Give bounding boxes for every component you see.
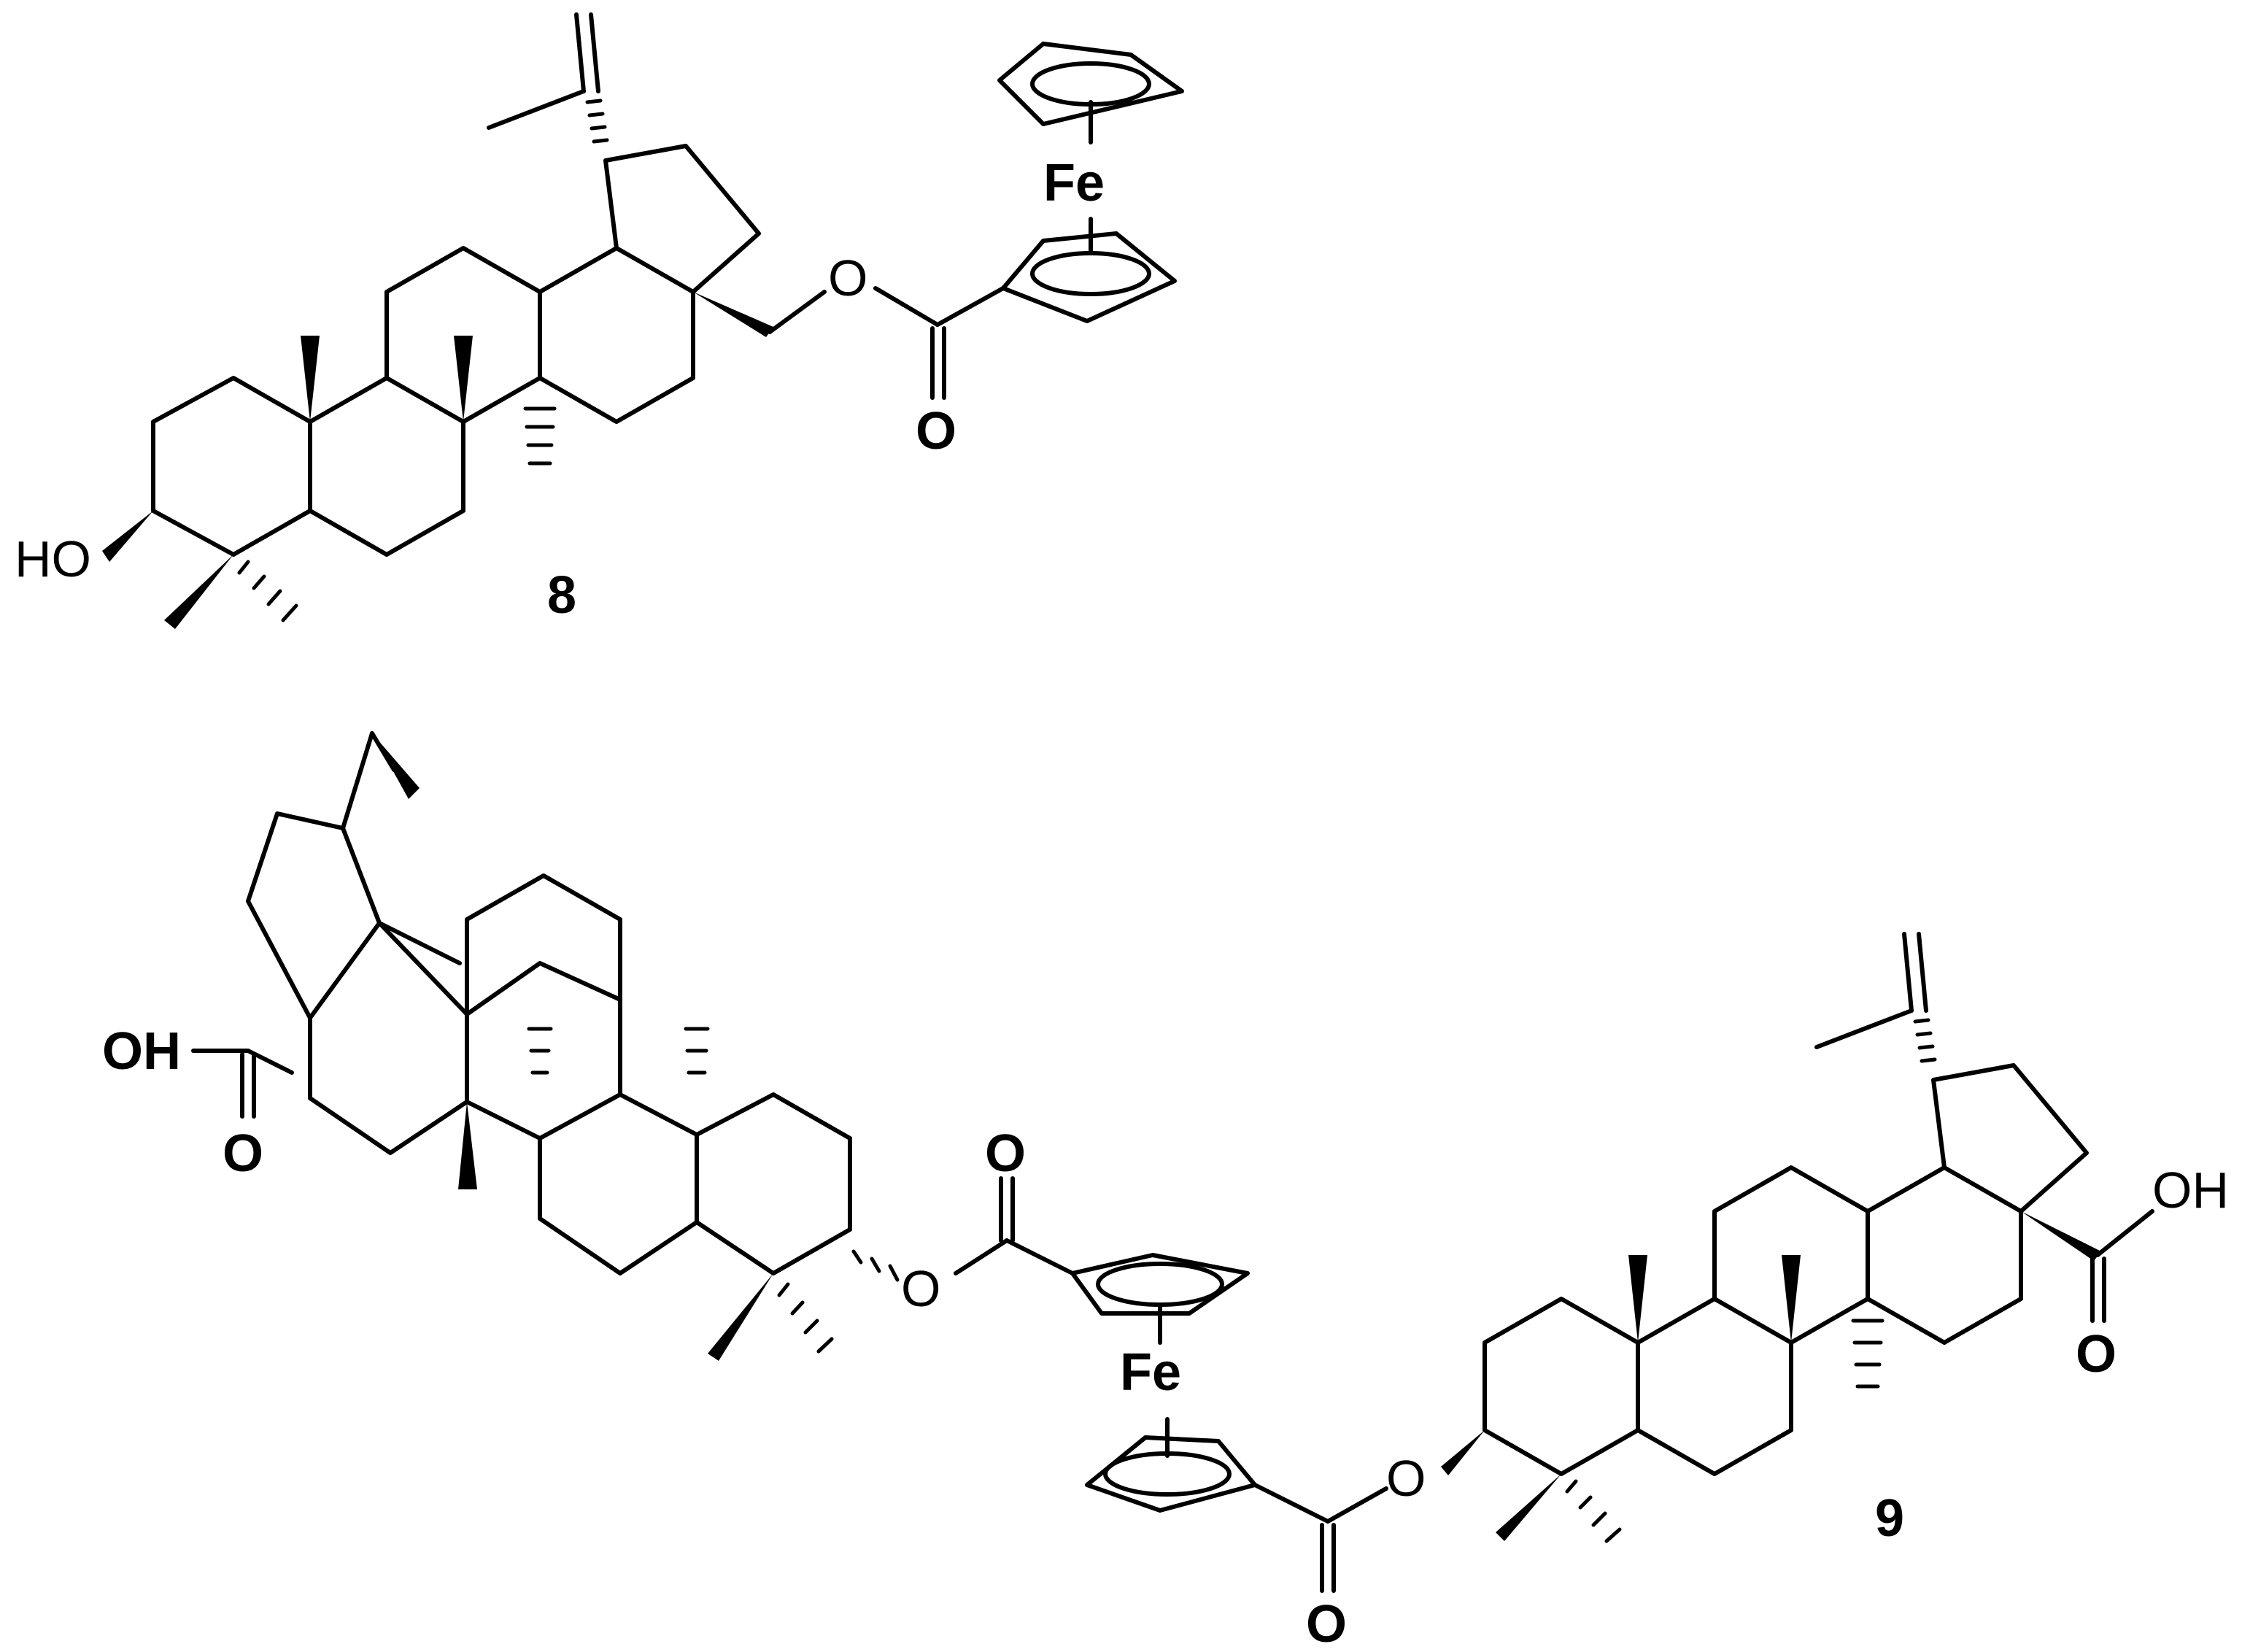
- ester-oxygen-9-right: O: [1386, 1450, 1426, 1507]
- c9-ester-dash: [851, 1249, 900, 1282]
- fe-label-9: Fe: [1120, 1343, 1181, 1402]
- c8-gem-dash: [237, 560, 298, 622]
- compound-number-9: 9: [1875, 1489, 1904, 1548]
- c9-right-gem-dash: [1565, 1479, 1622, 1543]
- acid-oxygen-9-right: O: [2076, 1325, 2117, 1383]
- hydroxyl-label-9-left: OH: [102, 1022, 181, 1081]
- c9-right-dash-methyl: [1851, 1319, 1885, 1389]
- ester-oxygen-9-left: O: [901, 1260, 940, 1317]
- isopropenyl-dash-bond: [585, 99, 609, 144]
- carbonyl-oxygen-8: O: [916, 402, 956, 460]
- c9-left-dash-methyls: [527, 1027, 710, 1075]
- c8-dash-methyl: [523, 406, 557, 466]
- compound-9-structure: [191, 731, 2154, 1593]
- c9-left-gem-dash: [777, 1282, 834, 1354]
- hydroxyl-label-9-right: OH: [2152, 1162, 2229, 1219]
- c9-isopropenyl-dash: [1913, 1018, 1937, 1063]
- carbonyl-oxygen-9-top: O: [985, 1124, 1026, 1183]
- carbonyl-oxygen-9-bottom: O: [1306, 1595, 1347, 1652]
- ester-oxygen-8: O: [828, 250, 867, 306]
- compound-number-8: 8: [547, 566, 576, 625]
- acid-oxygen-9-left: O: [223, 1124, 263, 1183]
- fe-label-8: Fe: [1043, 154, 1105, 212]
- compound-8-structure: [102, 12, 1184, 629]
- hydroxyl-label-8: HO: [15, 530, 91, 587]
